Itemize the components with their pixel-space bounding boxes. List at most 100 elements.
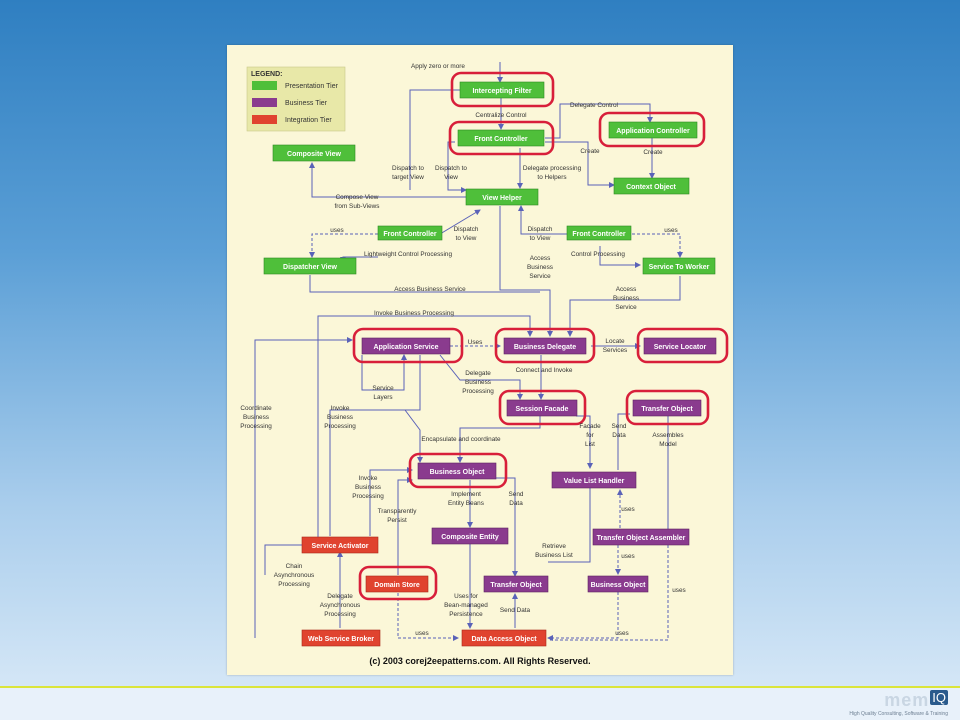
label-facade-3: List	[585, 441, 595, 448]
highlight-session-facade	[498, 389, 587, 426]
label-apply: Apply zero or more	[411, 63, 465, 70]
edge-coordinate	[254, 337, 353, 638]
label-abs-c-1: Access	[530, 255, 551, 262]
node-business-object-main: Business Object	[417, 462, 497, 480]
node-label: Composite Entity	[441, 534, 499, 541]
node-front-controller-right: Front Controller	[566, 225, 632, 241]
logo-tagline: High Quality Consulting, Software & Trai…	[849, 711, 948, 717]
label-create-fc: Create	[580, 148, 600, 155]
label-del-bp-1: Delegate	[465, 370, 491, 377]
label-uses-vlh: uses	[621, 506, 635, 513]
edge-retrieve	[548, 488, 591, 563]
label-abs-left: Access Business Service	[394, 286, 466, 293]
label-uses-left: uses	[330, 227, 344, 234]
label-send-data-c-1: Send	[509, 491, 524, 498]
edge-delegate-bp	[439, 354, 523, 400]
legend-swatch-business	[252, 98, 277, 107]
legend-label-presentation: Presentation Tier	[285, 83, 339, 90]
highlight-front-controller	[448, 120, 555, 156]
node-label: Business Delegate	[514, 344, 576, 351]
label-trans-1: Transparently	[378, 508, 418, 515]
label-del-bp-3: Processing	[462, 388, 494, 395]
node-session-facade: Session Facade	[506, 399, 578, 417]
label-create-app: Create	[643, 149, 663, 156]
edge-encapsulate	[457, 416, 541, 463]
edge-invoke-mid	[369, 467, 413, 536]
label-impl-2: Entity Beans	[448, 500, 484, 507]
highlight-marks	[352, 71, 729, 601]
label-compose-1: Compose View	[336, 194, 379, 201]
label-svc-layers-1: Service	[372, 385, 394, 392]
node-label: Front Controller	[474, 136, 528, 143]
label-delasync-1: Delegate	[327, 593, 353, 600]
highlight-business-delegate	[494, 327, 596, 364]
label-control-proc: Control Processing	[571, 251, 625, 258]
label-send-data-1: Send	[612, 423, 627, 430]
label-trans-2: Persist	[387, 517, 407, 524]
node-label: Transfer Object Assembler	[597, 535, 686, 542]
label-invoke-l-2: Business	[327, 414, 353, 421]
highlight-transfer-object	[625, 389, 710, 426]
highlight-application-controller	[598, 111, 706, 148]
label-dispatch-r-2: to View	[530, 235, 551, 242]
label-invoke-l-3: Processing	[324, 423, 356, 430]
footer-divider	[0, 686, 960, 688]
label-bean-3: Persistence	[449, 611, 483, 618]
node-composite-view: Composite View	[272, 144, 356, 162]
label-chain-3: Processing	[278, 581, 310, 588]
highlight-service-locator	[636, 327, 729, 364]
edge-app-bo	[404, 409, 423, 463]
node-label: Composite View	[287, 151, 341, 158]
edge-uses-dao-right	[547, 592, 619, 641]
edge-send-data-center	[495, 477, 518, 577]
label-uses-mid: Uses	[468, 339, 483, 346]
label-encap: Encapsulate and coordinate	[421, 436, 501, 443]
label-connect: Connect and Invoke	[516, 367, 573, 374]
label-assembles-2: Model	[659, 441, 676, 448]
node-service-locator: Service Locator	[643, 337, 717, 355]
label-bean-1: Uses for	[454, 593, 479, 600]
node-label: Intercepting Filter	[472, 88, 531, 95]
label-abs-r-3: Service	[615, 304, 637, 311]
edge-uses-left	[309, 233, 378, 258]
dashed-connectors	[309, 233, 683, 641]
node-application-service: Application Service	[361, 337, 451, 355]
edge-access-left	[309, 275, 540, 293]
label-send-data-c-2: Data	[509, 500, 523, 507]
label-delegate-control: Delegate Control	[570, 102, 618, 109]
label-dispatch-l-1: Dispatch	[454, 226, 479, 233]
label-uses-dao-l: uses	[415, 630, 429, 637]
label-abs-c-2: Business	[527, 264, 553, 271]
label-delasync-2: Asynchronous	[320, 602, 361, 609]
label-dispatch-target-2: target View	[392, 174, 424, 181]
label-lightweight: Lightweight Control Processing	[364, 251, 453, 258]
logo-badge: IQ	[930, 690, 948, 705]
label-dispatch-view-2: View	[444, 174, 458, 181]
label-facade-1: Facade	[579, 423, 601, 430]
edge-dispatch-target	[409, 89, 470, 190]
highlight-application-service	[352, 327, 464, 364]
label-dispatch-l-2: to View	[456, 235, 477, 242]
label-delegate-proc-1: Delegate processing	[523, 165, 582, 172]
edge-invoke-left	[329, 355, 421, 536]
node-label: Application Controller	[616, 128, 690, 135]
edge-access-center	[499, 206, 553, 337]
pattern-catalog-diagram: LEGEND: Presentation Tier Business Tier …	[240, 62, 729, 666]
label-chain-1: Chain	[286, 563, 303, 570]
label-send-data-2: Data	[612, 432, 626, 439]
node-label: View Helper	[482, 195, 522, 202]
label-facade-2: for	[586, 432, 594, 439]
node-transfer-object-top: Transfer Object	[632, 399, 702, 417]
node-label: Service Locator	[654, 344, 707, 351]
node-label: Transfer Object	[490, 582, 542, 589]
edge-dispatch-view	[447, 141, 467, 193]
node-label: Transfer Object	[641, 406, 693, 413]
label-invoke-l-1: Invoke	[331, 405, 350, 412]
edge-labels: Apply zero or more Centralize Control De…	[240, 63, 686, 637]
legend-label-business: Business Tier	[285, 100, 328, 107]
node-view-helper: View Helper	[465, 188, 539, 206]
node-intercepting-filter: Intercepting Filter	[459, 81, 545, 99]
label-uses-toa: uses	[621, 553, 635, 560]
edge-fc-right-vh	[518, 205, 567, 235]
label-abs-r-2: Business	[613, 295, 639, 302]
